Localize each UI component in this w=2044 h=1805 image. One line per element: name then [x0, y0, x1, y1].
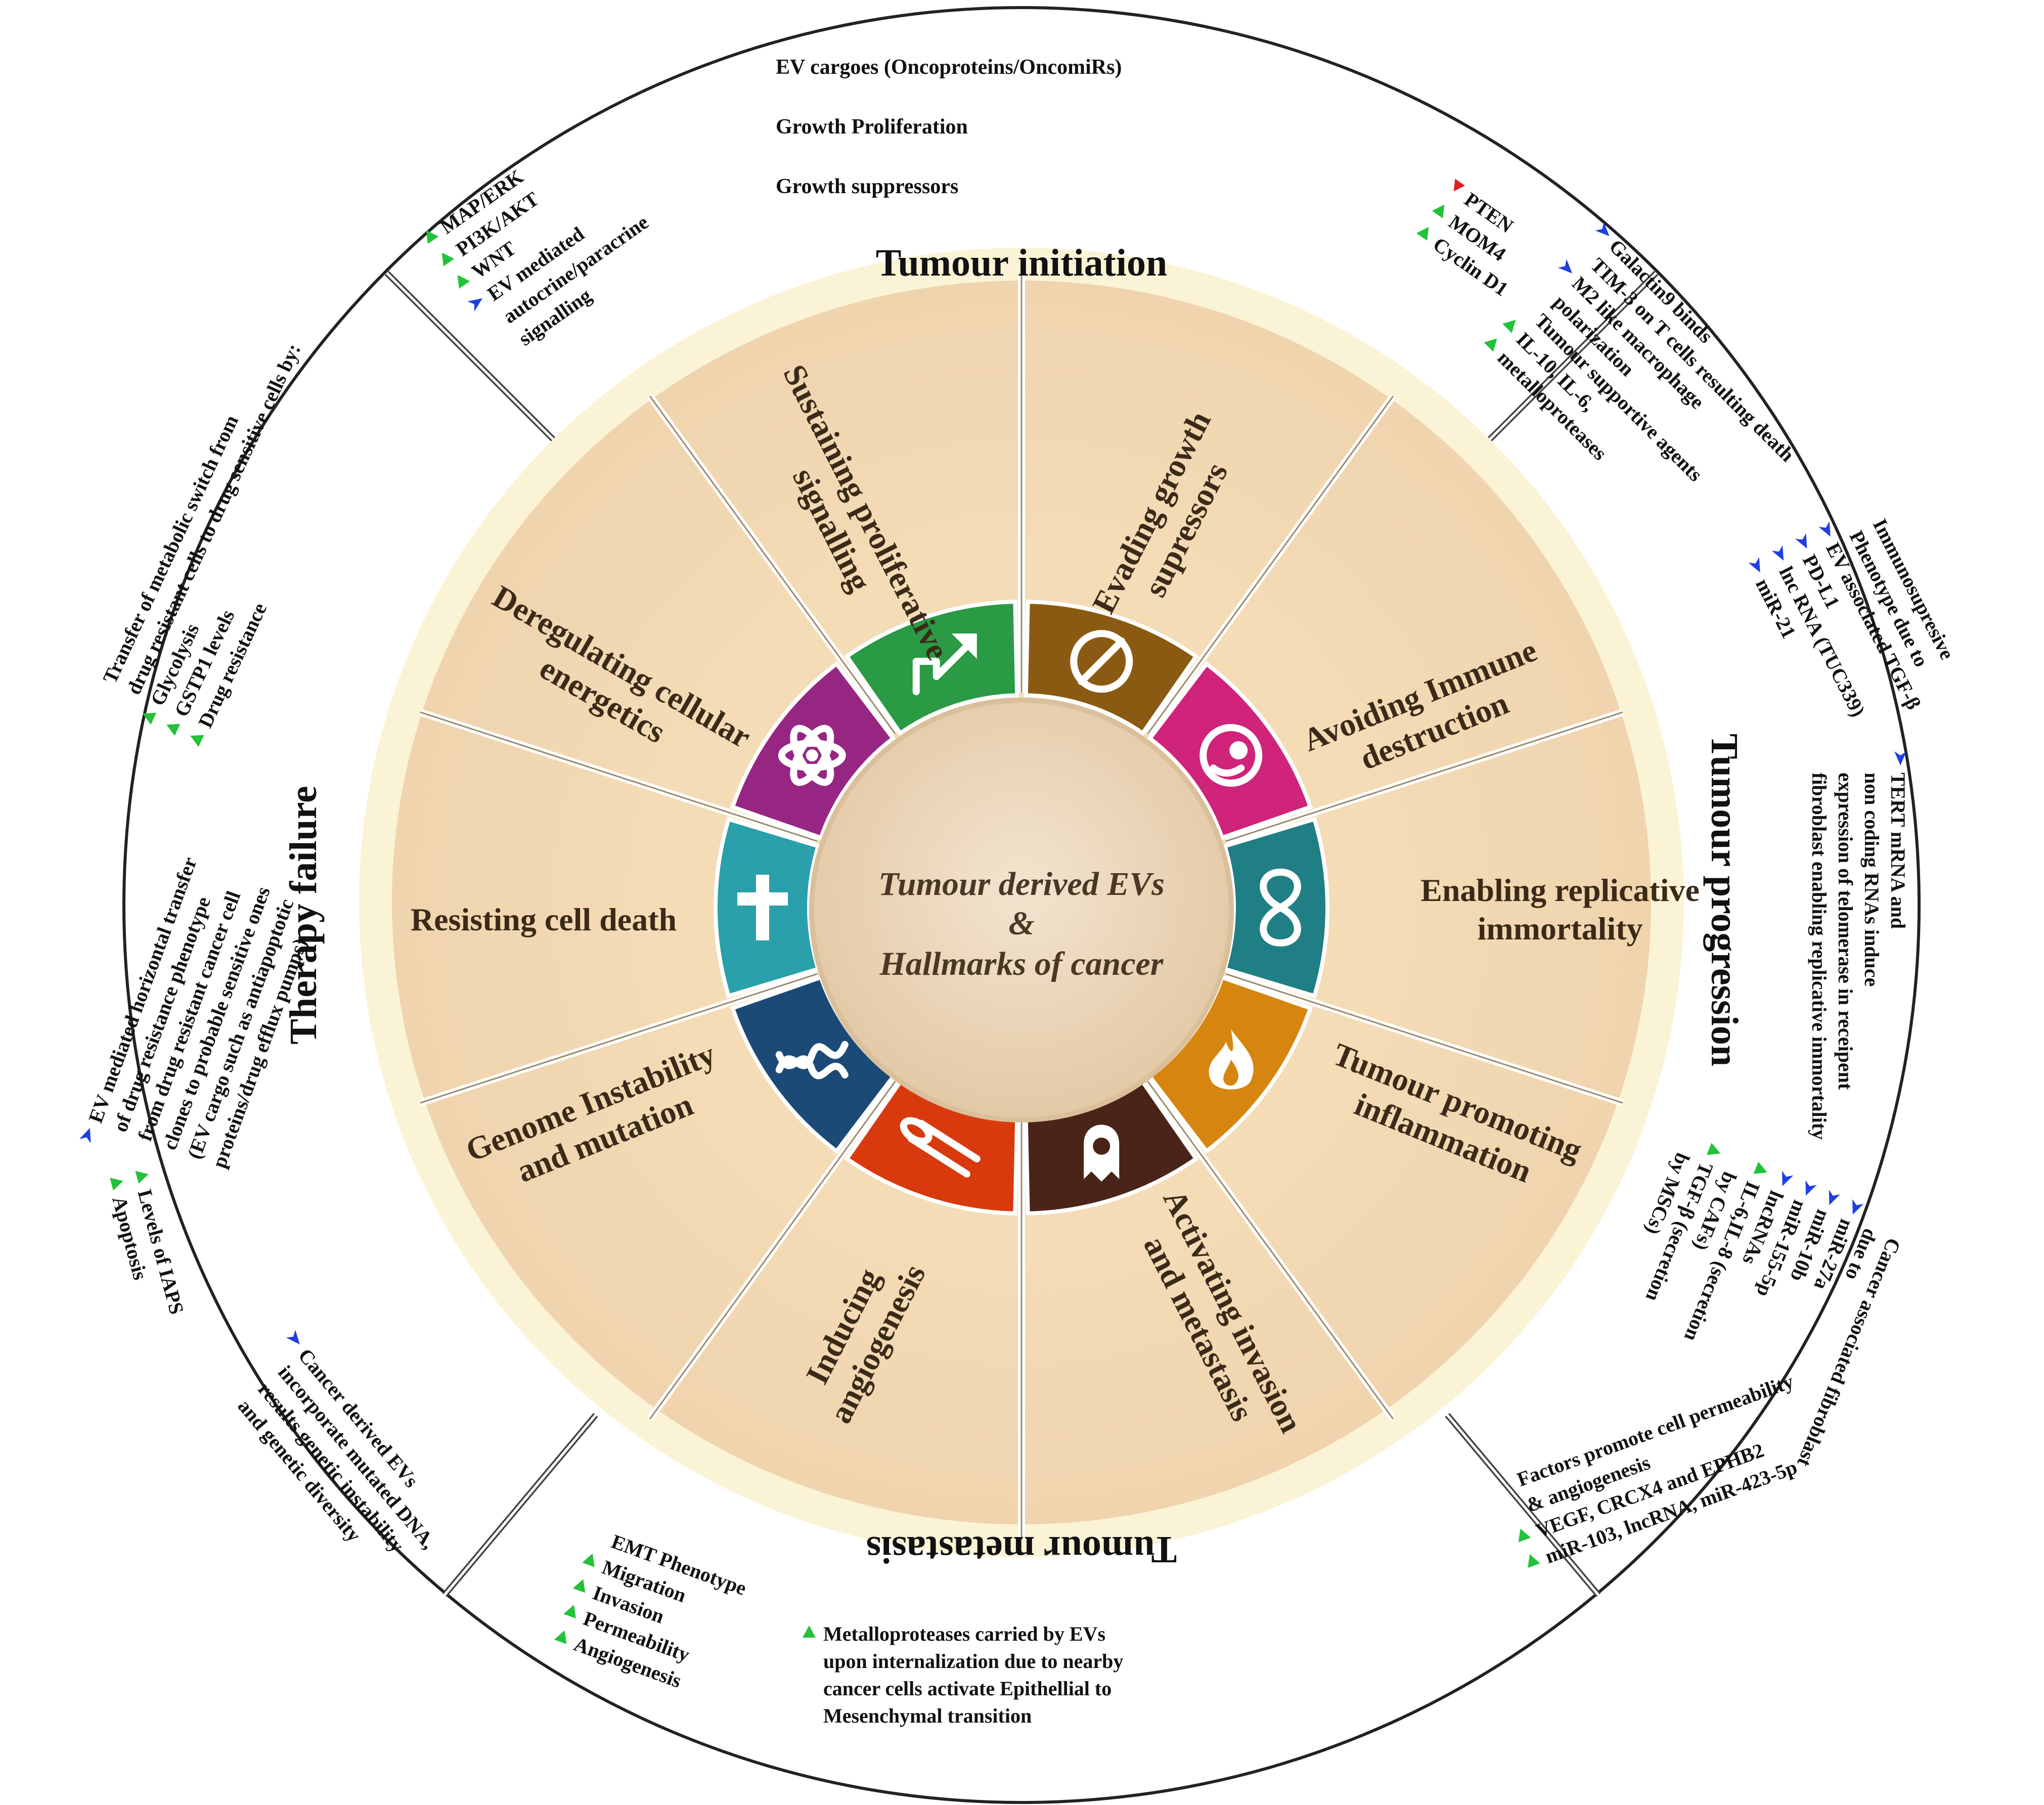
blue-marker-icon — [1782, 1170, 1794, 1187]
green-marker-icon — [166, 724, 181, 736]
blue-marker-icon — [1795, 533, 1807, 549]
green-marker-icon — [1416, 227, 1429, 241]
blue-marker-icon — [1829, 1190, 1840, 1205]
atom-icon — [778, 725, 846, 786]
green-marker-icon — [190, 735, 204, 747]
annotation-line: cancer cells activate Epithellial to — [823, 1677, 1112, 1700]
blue-marker-icon — [467, 298, 483, 311]
dna-icon — [775, 1041, 849, 1079]
blue-marker-icon — [1748, 557, 1760, 573]
red-marker-icon — [1453, 178, 1465, 192]
blue-marker-icon — [1771, 545, 1784, 561]
legend-item-undefined: Growth Proliferation — [776, 115, 968, 139]
green-marker-icon — [563, 1605, 576, 1619]
green-marker-icon — [1432, 204, 1445, 218]
blue-marker-icon — [1558, 259, 1573, 274]
cancer-cell-icon — [1084, 1124, 1120, 1182]
stage-divider-inner — [386, 272, 554, 440]
immune-cell-icon — [1199, 724, 1263, 787]
stage-label-metastasis: Tumour metastasis — [866, 1528, 1177, 1571]
legend-item-undefined: Growth suppressors — [776, 175, 958, 198]
stage-divider-inner — [1489, 272, 1657, 440]
green-marker-icon — [1502, 320, 1516, 333]
blue-marker-icon — [1805, 1180, 1817, 1196]
green-marker-icon — [1753, 1161, 1767, 1174]
green-marker-icon — [135, 1170, 149, 1184]
center-title-line1: Tumour derived EVs — [878, 866, 1165, 902]
hallmark-divider-line — [649, 1080, 896, 1420]
stage-label-initiation: Tumour initiation — [876, 242, 1168, 284]
hallmark-divider-line — [420, 711, 818, 842]
infinity-icon — [1260, 869, 1301, 946]
blue-marker-icon — [1595, 221, 1610, 237]
center-circle — [809, 698, 1234, 1122]
green-marker-icon — [572, 1579, 586, 1593]
arrow-icon — [912, 634, 977, 696]
hallmark-label-line: Resisting cell death — [411, 901, 677, 937]
green-marker-icon — [554, 1630, 567, 1644]
green-marker-icon — [110, 1178, 123, 1191]
hallmark-divider-line — [1147, 1080, 1394, 1420]
blue-marker-icon — [1894, 751, 1906, 765]
green-marker-icon — [582, 1553, 595, 1567]
center-title-line2: & — [1008, 905, 1034, 942]
hallmark-divider-line — [1225, 711, 1623, 842]
blue-marker-icon — [1818, 521, 1831, 537]
blue-marker-icon — [286, 1329, 300, 1345]
annotation-line: Mesenchymal transition — [823, 1704, 1032, 1727]
legend-item-undefined: EV cargoes (Oncoproteins/OncomiRs) — [776, 56, 1122, 79]
hallmark-divider-line — [420, 973, 818, 1104]
hallmark-label-line: immortality — [1478, 911, 1643, 946]
hallmark-divider-line — [1225, 973, 1623, 1104]
annotation-line: upon internalization due to nearby — [823, 1650, 1123, 1673]
green-marker-icon — [1484, 338, 1497, 352]
legend: EV cargoes (Oncoproteins/OncomiRs) Growth… — [776, 56, 1122, 198]
blood-vessel-icon — [900, 1117, 981, 1178]
stage-divider-inner — [443, 1414, 597, 1596]
green-marker-icon — [1518, 1528, 1531, 1543]
annotation-invasion2: Metalloproteases carried by EVs upon inte… — [803, 1622, 1123, 1727]
green-marker-icon — [441, 252, 455, 266]
stage-label-progression: Tumour progression — [1703, 734, 1746, 1066]
cross-icon — [737, 875, 788, 940]
prohibition-icon — [1070, 630, 1133, 693]
annotation-line: fibroblast enabling replicative immortal… — [1808, 773, 1831, 1140]
green-marker-icon — [426, 230, 439, 244]
flame-icon — [1209, 1029, 1254, 1090]
hallmark-label-resisting: Resisting cell death — [411, 901, 677, 937]
green-marker-icon — [1528, 1554, 1540, 1568]
green-marker-icon — [143, 712, 157, 725]
green-marker-icon — [457, 275, 470, 289]
hallmark-segment-evading — [1024, 600, 1199, 736]
stage-label-therapy: Therapy failure — [282, 786, 325, 1045]
hallmark-divider-line — [1147, 395, 1394, 735]
hallmark-label-line: Enabling replicative — [1420, 872, 1700, 908]
blue-marker-icon — [79, 1127, 91, 1144]
hallmark-divider-line — [649, 395, 896, 735]
annotation-line: Metalloproteases carried by EVs — [823, 1622, 1105, 1645]
annotation-line: expression of telomerase in receipent — [1834, 773, 1857, 1090]
green-marker-icon — [803, 1626, 816, 1638]
center-title-line3: Hallmarks of cancer — [879, 945, 1164, 982]
stage-divider-inner — [1446, 1414, 1599, 1596]
annotation-line: non coding RNAs induce — [1860, 773, 1883, 986]
green-marker-icon — [1706, 1143, 1720, 1155]
blue-marker-icon — [1852, 1199, 1864, 1215]
annotation-line: TERT mRNA and — [1887, 773, 1909, 929]
